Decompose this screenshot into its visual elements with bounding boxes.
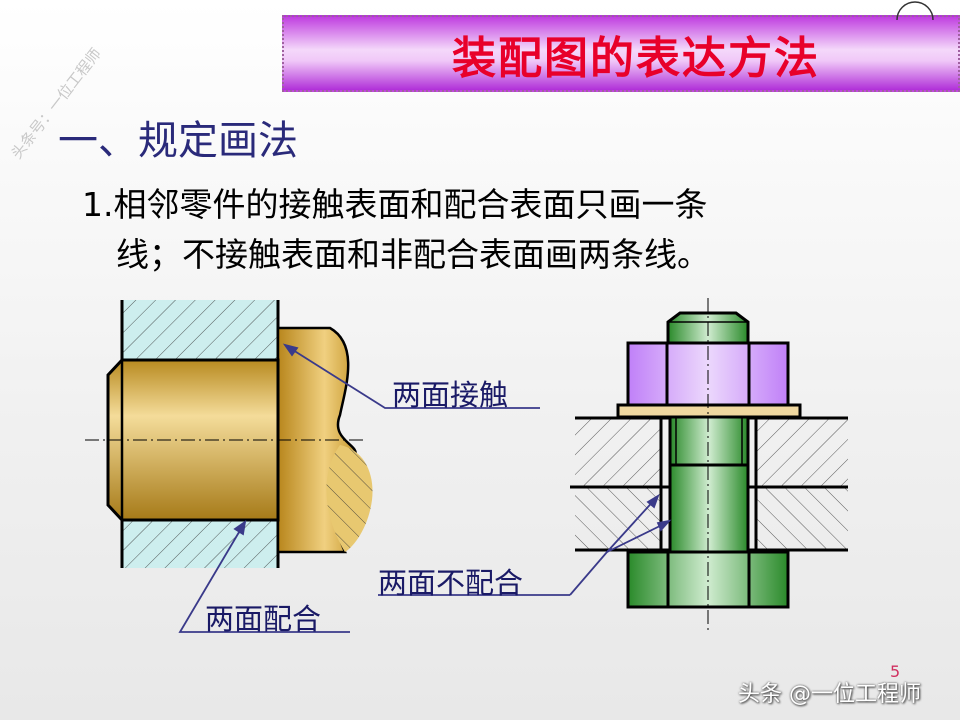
slide-title: 装配图的表达方法 (452, 32, 820, 84)
point-number: 1. (82, 185, 114, 224)
footer-watermark: 头条 @一位工程师 (738, 682, 921, 707)
pin-housing-drawing (85, 300, 373, 568)
section-heading: 一、规定画法 (58, 118, 298, 164)
page-number: 5 (890, 662, 901, 681)
title-banner: 装配图的表达方法 (282, 15, 960, 92)
point-1: 1.相邻零件的接触表面和配合表面只画一条 线；不接触表面和非配合表面画两条线。 (82, 180, 710, 280)
point-line-2: 线；不接触表面和非配合表面画两条线。 (116, 235, 710, 274)
point-line-1: 相邻零件的接触表面和配合表面只画一条 (113, 185, 708, 224)
label-fit: 两面配合 (205, 602, 322, 636)
bolt-assembly-drawing (570, 298, 848, 632)
decorative-circle-icon (896, 1, 934, 20)
leader-lines (178, 343, 672, 633)
label-contact: 两面接触 (392, 378, 509, 412)
label-no-fit: 两面不配合 (378, 566, 524, 600)
